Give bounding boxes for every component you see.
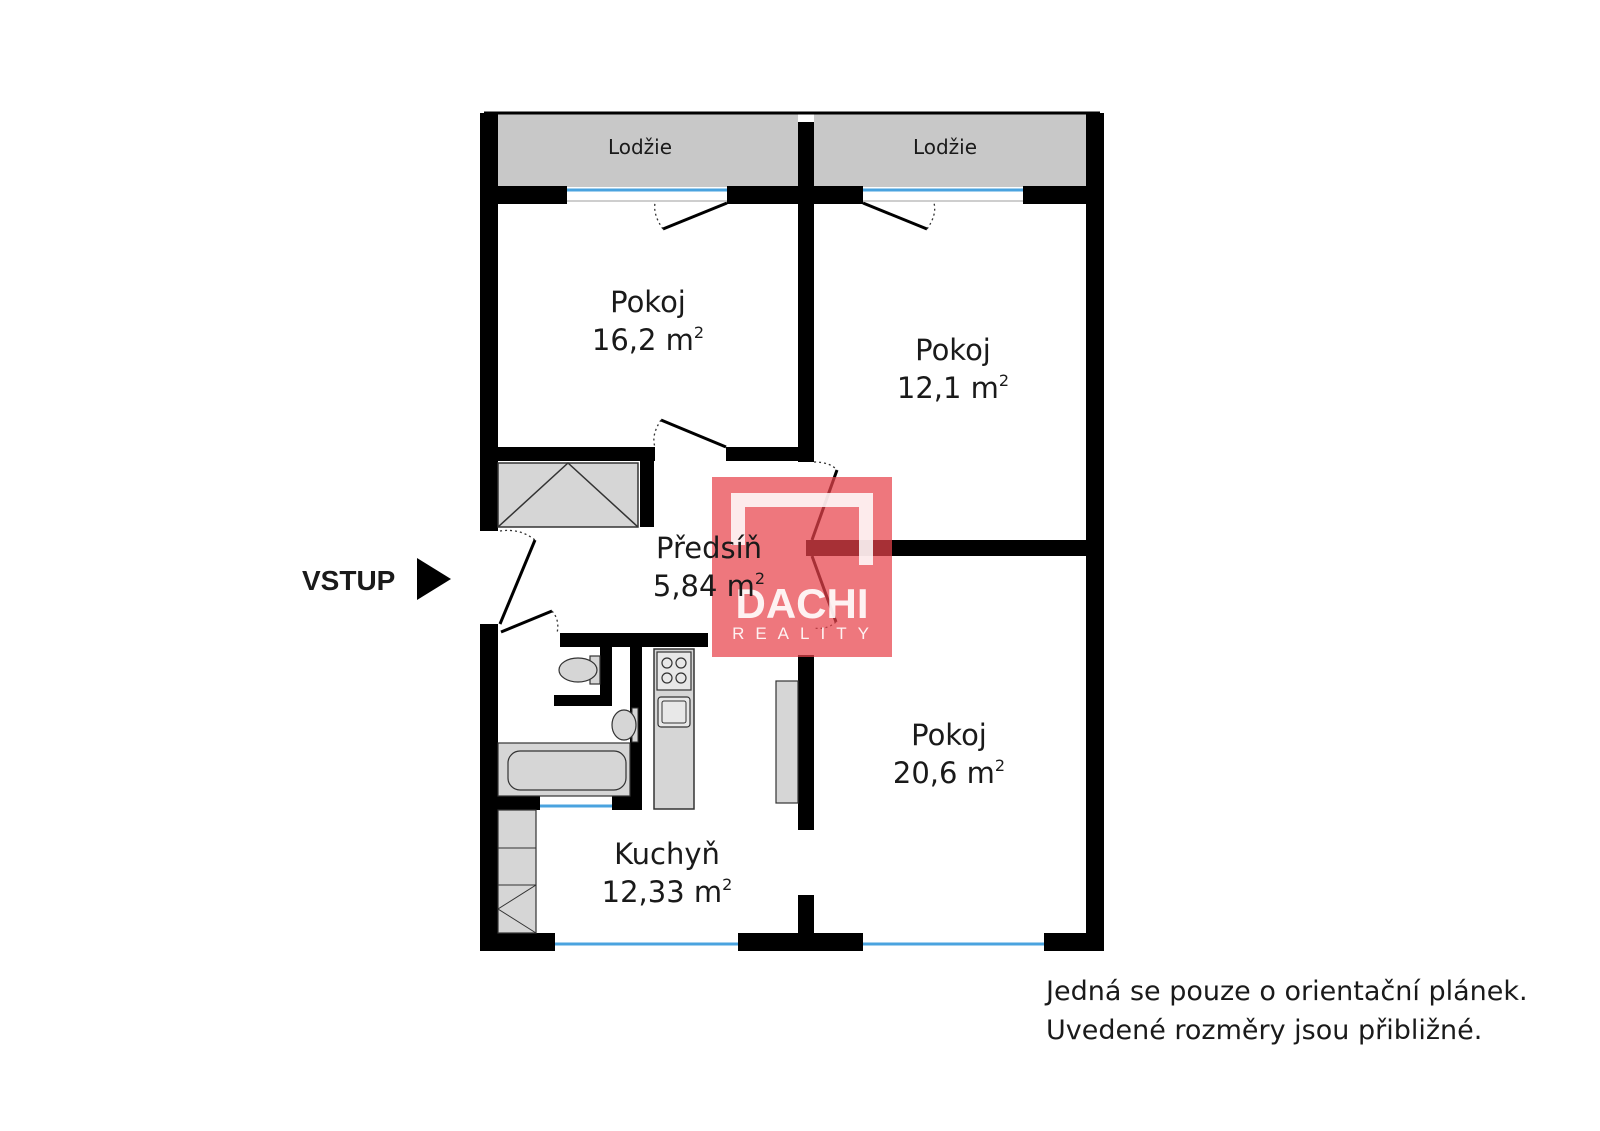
- kitchen-cabinet: [497, 809, 537, 934]
- watermark-sub: REALITY: [732, 624, 880, 643]
- kitchen-name: Kuchyň: [614, 837, 720, 871]
- room3-area: 20,6 m2: [893, 756, 1005, 790]
- room1-area: 16,2 m2: [592, 323, 704, 357]
- disclaimer-line-2: Uvedené rozměry jsou přibližné.: [1046, 1015, 1483, 1046]
- windows: [540, 188, 1044, 946]
- disclaimer: Jedná se pouze o orientační plánek. Uved…: [1046, 972, 1586, 1050]
- unit-superscript: 2: [995, 756, 1005, 775]
- unit-superscript: 2: [999, 371, 1009, 390]
- entrance-arrow-icon: [417, 558, 451, 600]
- unit-superscript: 2: [722, 875, 732, 894]
- radiator: [775, 680, 799, 804]
- loggia-right-fill: [814, 114, 1086, 187]
- watermark-brand: DACHI: [736, 580, 869, 627]
- unit-superscript: 2: [694, 323, 704, 342]
- unit-superscript: 2: [755, 569, 765, 588]
- watermark-logo: DACHI REALITY: [712, 477, 892, 657]
- kitchen-area: 12,33 m2: [602, 875, 733, 909]
- disclaimer-line-1: Jedná se pouze o orientační plánek.: [1046, 976, 1528, 1007]
- room3-name: Pokoj: [911, 718, 987, 752]
- sink-icon: [657, 696, 691, 728]
- wardrobe: [497, 461, 639, 528]
- room2-area: 12,1 m2: [897, 371, 1009, 405]
- loggia-left-label: Lodžie: [608, 135, 672, 159]
- hob-icon: [656, 651, 692, 691]
- room2-name: Pokoj: [915, 333, 991, 367]
- loggia-left-fill: [498, 114, 798, 187]
- entrance-label: VSTUP: [302, 565, 395, 596]
- hallway-name: Předsíň: [656, 531, 762, 565]
- kitchen-counter: [653, 648, 695, 810]
- bathtub-icon: [497, 742, 631, 797]
- toilet-icon: [558, 655, 601, 685]
- washbasin-icon: [611, 707, 639, 743]
- hallway-area: 5,84 m2: [653, 569, 765, 603]
- loggia-right-label: Lodžie: [913, 135, 977, 159]
- room1-name: Pokoj: [610, 285, 686, 319]
- walls: [480, 113, 1104, 951]
